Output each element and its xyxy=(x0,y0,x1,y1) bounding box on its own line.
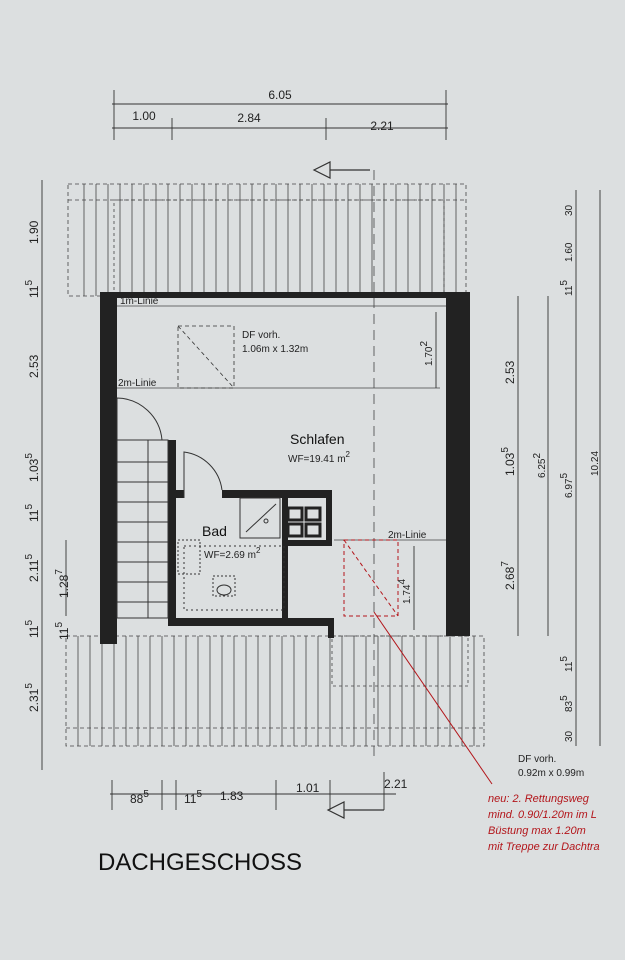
dim-left-d6: 2.115 xyxy=(24,554,41,582)
dim-interior-v2: 1.744 xyxy=(397,579,413,604)
direction-arrow xyxy=(312,161,384,819)
dim-left-d10: 2.315 xyxy=(24,683,41,712)
note-line-1: neu: 2. Rettungsweg xyxy=(488,793,590,805)
dim-left-d4: 1.035 xyxy=(24,453,41,482)
dim-left-d1: 1.90 xyxy=(27,220,41,244)
dimension-lines xyxy=(41,90,601,810)
dim-top-seg2: 2.84 xyxy=(237,111,261,125)
label-roof-window-2-size: 0.92m x 0.99m xyxy=(518,768,584,779)
roof-window-new xyxy=(343,539,493,785)
room-area-schlafen: WF=19.41 m2 xyxy=(288,450,351,465)
note-line-4: mit Treppe zur Dachtra xyxy=(488,841,600,853)
dim-right-r8: 6.975 xyxy=(559,473,575,498)
dim-bottom-e: 2.21 xyxy=(384,777,408,791)
dim-right-r7: 6.252 xyxy=(532,453,548,478)
dim-left-d9: 115 xyxy=(54,622,71,640)
dim-left-d7: 1.287 xyxy=(54,569,71,598)
dim-right-r11: 835 xyxy=(559,695,575,712)
dim-bottom-a: 885 xyxy=(130,789,149,806)
dim-right-r5: 1.035 xyxy=(500,447,517,476)
dim-interior-v1: 1.702 xyxy=(419,341,435,366)
label-2m-line-right: 2m-Linie xyxy=(388,530,427,541)
dim-left-d8: 115 xyxy=(24,620,41,638)
dim-bottom-b: 115 xyxy=(184,789,202,806)
walls xyxy=(100,292,470,644)
dim-right-r6: 2.687 xyxy=(500,561,517,590)
dim-top-seg3: 2.21 xyxy=(370,119,394,133)
dim-left-d2: 115 xyxy=(24,280,41,298)
room-area-bad: WF=2.69 m2 xyxy=(204,546,261,561)
dim-top-seg1: 1.00 xyxy=(132,109,156,123)
dim-bottom-c: 1.83 xyxy=(220,789,244,803)
ceiling-lines xyxy=(117,170,446,760)
dim-right-r9: 10.24 xyxy=(590,451,601,476)
note-line-3: Büstung max 1.20m xyxy=(488,825,586,837)
roof-window-existing xyxy=(177,325,235,389)
roof-top xyxy=(67,183,467,297)
label-roof-window-2: DF vorh. xyxy=(518,754,556,765)
note-line-2: mind. 0.90/1.20m im L xyxy=(488,809,597,821)
label-1m-line: 1m-Linie xyxy=(120,296,159,307)
label-roof-window-1: DF vorh. xyxy=(242,330,280,341)
plan-title: DACHGESCHOSS xyxy=(98,849,302,876)
dim-overall-width: 6.05 xyxy=(268,88,292,102)
dim-right-r3: 115 xyxy=(559,280,575,296)
staircase xyxy=(116,397,169,619)
room-name-schlafen: Schlafen xyxy=(290,431,344,447)
dim-bottom-d: 1.01 xyxy=(296,781,320,795)
dim-right-r10: 115 xyxy=(559,656,575,672)
dim-right-r1: 30 xyxy=(564,204,575,216)
dim-right-r12: 30 xyxy=(564,730,575,742)
dim-left-d5: 115 xyxy=(24,504,41,522)
bathroom-fixtures xyxy=(177,451,285,611)
label-roof-window-1-size: 1.06m x 1.32m xyxy=(242,344,308,355)
dim-left-d3: 2.53 xyxy=(27,354,41,378)
roof-bottom xyxy=(65,635,485,747)
label-2m-line-left: 2m-Linie xyxy=(118,378,157,389)
room-name-bad: Bad xyxy=(202,523,227,539)
dim-right-r4: 2.53 xyxy=(503,360,517,384)
dim-right-r2: 1.60 xyxy=(564,242,575,262)
